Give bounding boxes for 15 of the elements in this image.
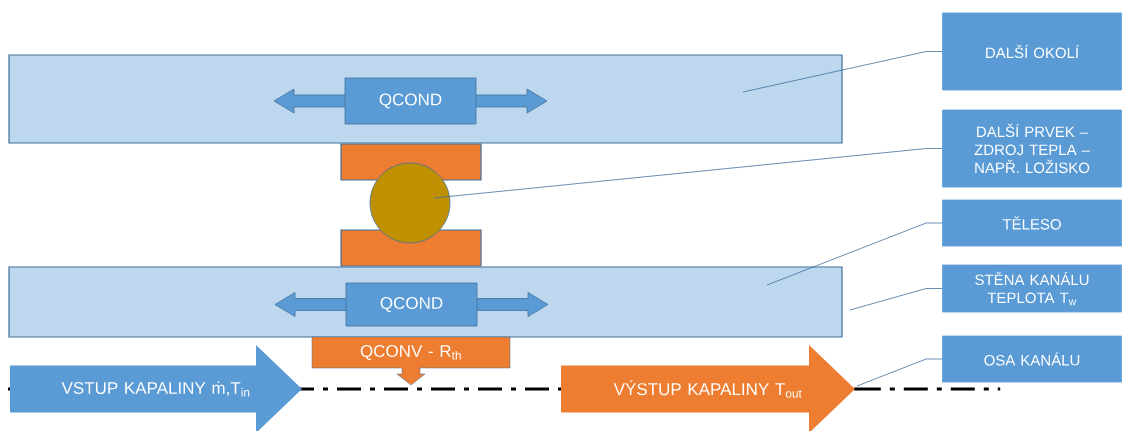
label-box: STĚNA KANÁLU TEPLOTA T$_{w}$	[942, 264, 1122, 313]
leader-line	[766, 222, 943, 286]
ball	[369, 162, 451, 244]
label-box: QCOND	[344, 77, 477, 125]
label-box: TĚLESO	[942, 199, 1122, 247]
callout-box: QCONV - R$_{th}$	[311, 336, 511, 386]
leader-line	[742, 51, 943, 93]
leader-line	[849, 288, 943, 311]
label-box: OSA KANÁLU	[942, 335, 1122, 383]
label-box: DALŠÍ PRVEK – ZDROJ TEPLA – NAPŘ. LOŽISKO	[942, 109, 1122, 188]
leader-line	[433, 148, 943, 199]
label-box: DALŠÍ OKOLÍ	[942, 12, 1122, 91]
leader-line	[856, 358, 943, 387]
label-box: QCOND	[345, 282, 478, 327]
axis-line	[856, 387, 1001, 391]
